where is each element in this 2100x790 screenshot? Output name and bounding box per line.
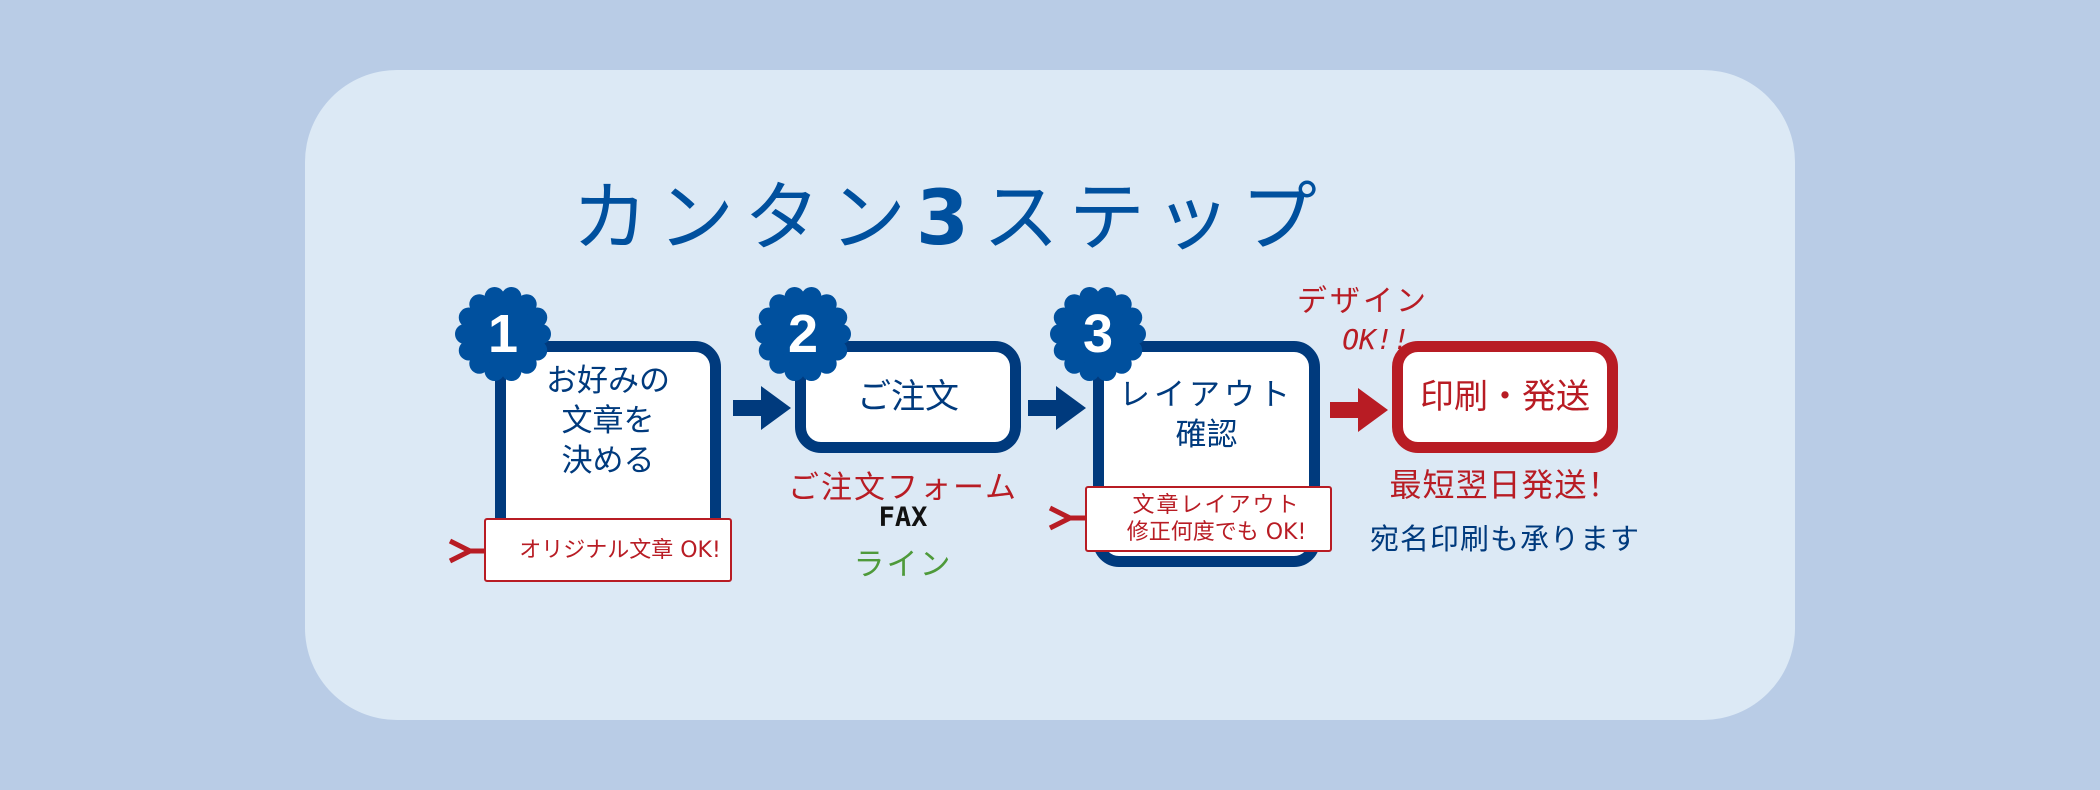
address-printing-note: 宛名印刷も承ります bbox=[1369, 522, 1640, 556]
right-arrow-icon bbox=[1330, 388, 1388, 432]
step-3-tag-line-2: 修正何度でも OK! bbox=[1126, 520, 1307, 545]
step-1-line-2: 文章を bbox=[561, 403, 655, 439]
right-arrow-icon bbox=[733, 386, 791, 430]
step-3-line-1: レイアウト bbox=[1119, 377, 1294, 413]
step-1-text: お好みの 文章を 決める bbox=[546, 361, 670, 481]
step-2-note-order-form: ご注文フォーム bbox=[787, 470, 1019, 506]
scalloped-badge-icon bbox=[1050, 286, 1146, 382]
step-3-number: 3 bbox=[1082, 304, 1114, 364]
step-3-badge: 3 bbox=[1050, 286, 1146, 382]
step-2-number: 2 bbox=[787, 304, 819, 364]
title-suffix: ステップ bbox=[982, 173, 1327, 262]
design-ok-callout: デザイン OK!! bbox=[1283, 283, 1443, 359]
title-prefix: カンタン bbox=[572, 173, 916, 262]
step-1-box: お好みの 文章を 決める bbox=[495, 341, 721, 561]
step-2-note-line: ライン bbox=[853, 547, 953, 583]
step-1-tag-text: オリジナル文章 OK! bbox=[519, 537, 721, 563]
scalloped-badge-icon bbox=[455, 286, 551, 382]
step-3-tag-line-1: 文章レイアウト bbox=[1132, 493, 1301, 518]
print-ship-box: 印刷・発送 bbox=[1392, 341, 1618, 453]
step-2-text: ご注文 bbox=[857, 377, 959, 417]
page-title: カンタン3ステップ bbox=[572, 180, 1327, 256]
step-2-note-fax: FAX bbox=[878, 502, 928, 533]
step-1-tag: オリジナル文章 OK! bbox=[484, 518, 732, 582]
step-1-line-1: お好みの bbox=[546, 363, 670, 399]
step-3-tag: 文章レイアウト 修正何度でも OK! bbox=[1085, 486, 1332, 552]
step-1-number: 1 bbox=[487, 304, 519, 364]
step-3-text: レイアウト 確認 bbox=[1119, 375, 1294, 455]
step-2-badge: 2 bbox=[755, 286, 851, 382]
title-number: 3 bbox=[916, 173, 983, 262]
print-ship-text: 印刷・発送 bbox=[1420, 377, 1590, 417]
scalloped-badge-icon bbox=[755, 286, 851, 382]
step-1-badge: 1 bbox=[455, 286, 551, 382]
step-1-line-3: 決める bbox=[561, 443, 655, 479]
step-3-line-2: 確認 bbox=[1175, 417, 1238, 453]
next-day-shipping-note: 最短翌日発送！ bbox=[1389, 466, 1621, 504]
right-arrow-icon bbox=[1028, 386, 1086, 430]
step-3-tag-text: 文章レイアウト 修正何度でも OK! bbox=[1127, 492, 1307, 546]
design-ok-line-1: デザイン bbox=[1297, 284, 1429, 319]
